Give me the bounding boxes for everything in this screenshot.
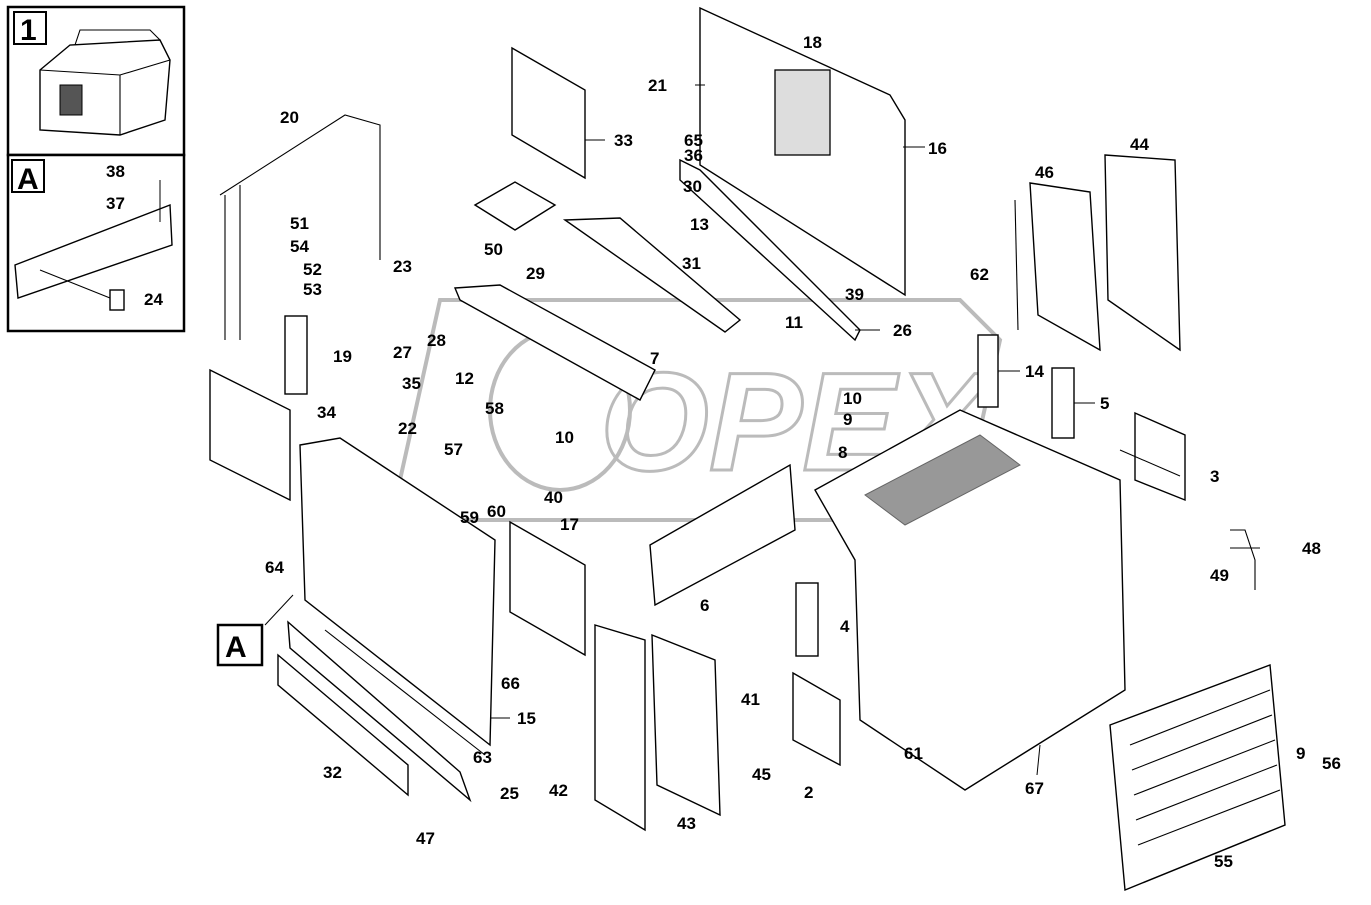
part-label: 57 (444, 440, 463, 459)
part-label: 5 (1100, 394, 1109, 413)
part-label: 39 (845, 285, 864, 304)
part-label: 54 (290, 237, 309, 256)
part-label: 8 (838, 443, 847, 462)
part-label: 50 (484, 240, 503, 259)
part-label: 38 (106, 162, 125, 181)
part-label: 32 (323, 763, 342, 782)
part-label: 52 (303, 260, 322, 279)
part-label: 55 (1214, 852, 1233, 871)
part-label: 40 (544, 488, 563, 507)
part-label: 17 (560, 515, 579, 534)
part-label: 63 (473, 748, 492, 767)
part-labels: 18 21 65 36 16 33 30 13 20 38 37 24 51 5… (106, 33, 1341, 871)
part-label: 24 (144, 290, 163, 309)
part-label: 20 (280, 108, 299, 127)
part-label: 25 (500, 784, 519, 803)
part-label: 21 (648, 76, 667, 95)
part-label: 9 (1296, 744, 1305, 763)
part-label: 15 (517, 709, 536, 728)
part-label: 45 (752, 765, 771, 784)
part-label: 10 (555, 428, 574, 447)
part-label: 58 (485, 399, 504, 418)
part-label: 31 (682, 254, 701, 273)
part-label: 44 (1130, 135, 1149, 154)
part-label: 36 (684, 146, 703, 165)
part-label: 3 (1210, 467, 1219, 486)
part-label: 27 (393, 343, 412, 362)
part-label: 47 (416, 829, 435, 848)
part-label: 62 (970, 265, 989, 284)
part-label: 11 (785, 313, 803, 332)
part-label: 41 (741, 690, 760, 709)
part-label: 46 (1035, 163, 1054, 182)
part-label: 43 (677, 814, 696, 833)
inset-view-1: 1 (6, 5, 186, 157)
part-label: 49 (1210, 566, 1229, 585)
part-label: 37 (106, 194, 125, 213)
part-label: 65 (684, 131, 703, 150)
part-label: 30 (683, 177, 702, 196)
part-label: 35 (402, 374, 421, 393)
part-label: 7 (650, 349, 659, 368)
part-label: 56 (1322, 754, 1341, 773)
part-label: 34 (317, 403, 336, 422)
part-label: 26 (893, 321, 912, 340)
callout-a: A (216, 623, 264, 667)
part-label: 4 (840, 617, 850, 636)
callout-a-label: A (225, 631, 247, 664)
part-label: 14 (1025, 362, 1044, 381)
part-label: 64 (265, 558, 284, 577)
part-label: 51 (290, 214, 309, 233)
part-label: 60 (487, 502, 506, 521)
part-label: 18 (803, 33, 822, 52)
part-label: 28 (427, 331, 446, 350)
part-label: 16 (928, 139, 947, 158)
part-label: 29 (526, 264, 545, 283)
part-label: 33 (614, 131, 633, 150)
part-label: 53 (303, 280, 322, 299)
part-label: 9 (843, 410, 852, 429)
part-label: 67 (1025, 779, 1044, 798)
inset-1-label: 1 (20, 14, 37, 47)
part-label: 66 (501, 674, 520, 693)
part-label: 42 (549, 781, 568, 800)
part-label: 23 (393, 257, 412, 276)
inset-a-label: A (17, 163, 39, 196)
part-shapes (209, 6, 1286, 892)
part-label: 48 (1302, 539, 1321, 558)
part-label: 61 (904, 744, 923, 763)
part-label: 59 (460, 508, 479, 527)
part-label: 6 (700, 596, 709, 615)
part-label: 12 (455, 369, 474, 388)
inset-view-a: A (6, 153, 186, 333)
part-label: 13 (690, 215, 709, 234)
leader-lines (264, 84, 1260, 776)
part-label: 10 (843, 389, 862, 408)
part-label: 22 (398, 419, 417, 438)
part-label: 19 (333, 347, 352, 366)
part-label: 2 (804, 783, 813, 802)
